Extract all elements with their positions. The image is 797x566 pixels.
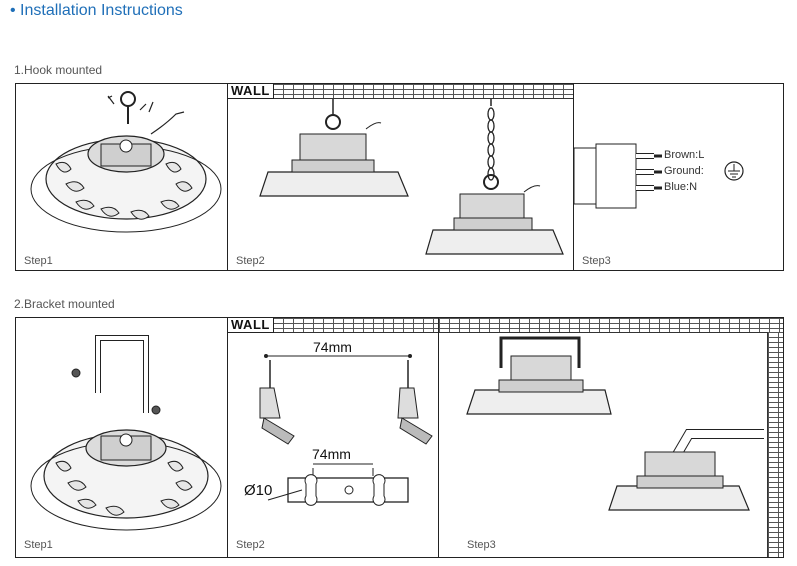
bracket-step1-label: Step1	[24, 539, 53, 551]
wire-ground-label: Ground:	[664, 165, 704, 177]
section-bracket-label: 2.Bracket mounted	[14, 297, 115, 311]
bracket-step1-panel: Step1	[15, 317, 228, 558]
hook-step1-label: Step1	[24, 255, 53, 267]
wire-brown-label: Brown:L	[664, 149, 705, 161]
mounting-bracket-icon	[30, 335, 222, 531]
hole-diameter-label: Ø10	[244, 482, 273, 499]
bracket-step2-panel: WALL 74mm 74mm Ø10 Step2	[227, 317, 439, 558]
highbay-light-icon	[30, 91, 222, 233]
bracket-step2-label: Step2	[236, 539, 265, 551]
wall-bricks-side	[767, 332, 783, 557]
ground-symbol-icon	[724, 161, 744, 181]
wall-label: WALL	[228, 84, 274, 99]
wire-blue-label: Blue:N	[664, 181, 698, 193]
bracket-step3-label: Step3	[467, 539, 496, 551]
section-hook-label: 1.Hook mounted	[14, 63, 103, 77]
hook-lights-illustration	[259, 99, 564, 255]
wall-bricks	[273, 318, 438, 333]
dimension-illustration	[259, 354, 433, 506]
wall-label: WALL	[228, 318, 274, 333]
bracket-step3-panel: Step3	[438, 317, 784, 558]
hook-step3-panel: Brown:L Ground: Blue:N Step3	[573, 83, 784, 271]
bracket-lights-illustration	[466, 336, 764, 511]
page-title: • Installation Instructions	[10, 2, 183, 19]
hook-step1-panel: Step1	[15, 83, 228, 271]
wall-bricks	[273, 84, 573, 99]
wall-bricks-top	[439, 318, 783, 333]
dimension-top-label: 74mm	[313, 339, 352, 355]
wiring-illustration	[574, 143, 744, 209]
hook-step2-label: Step2	[236, 255, 265, 267]
dimension-bottom-label: 74mm	[312, 446, 351, 462]
hook-step3-label: Step3	[582, 255, 611, 267]
hook-step2-panel: WALL Step2	[227, 83, 574, 271]
